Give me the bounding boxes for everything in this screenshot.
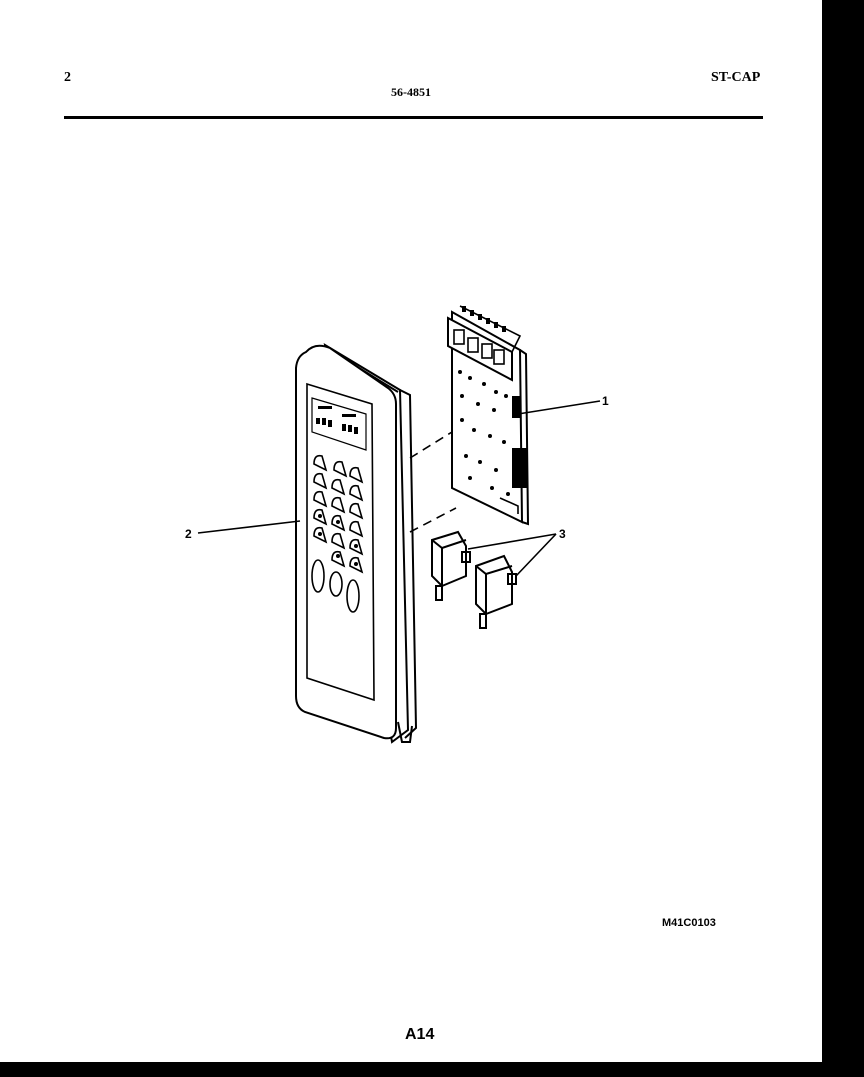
header-part-group: ST-CAP [711,70,761,85]
callout-1: 1 [602,394,609,408]
switch-left [431,530,471,601]
header-section-number: 2 [64,70,71,85]
scan-edge-bottom [0,1062,864,1077]
display-symbols [316,406,358,434]
control-panel-assembly [295,343,418,744]
switch-right [475,554,517,629]
page-number: A14 [405,1026,435,1043]
scan-edge-right [822,0,864,1077]
alignment-lines [409,431,457,533]
leader-lines [197,400,601,577]
callout-3: 3 [559,527,566,541]
header-rule [64,116,763,119]
callout-2: 2 [185,527,192,541]
diagram-code: M41C0103 [662,917,716,929]
header-model-number: 56-4851 [391,85,431,99]
circuit-board-assembly [447,305,530,526]
keypad-buttons [313,454,364,574]
